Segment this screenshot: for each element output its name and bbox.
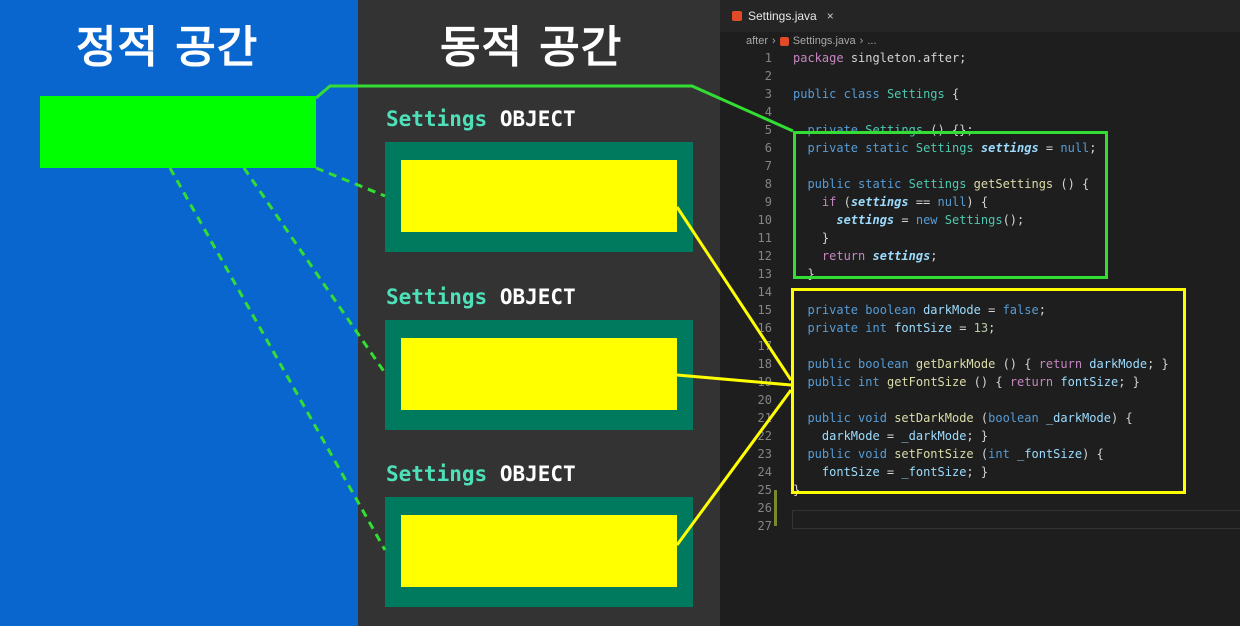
object-keyword: OBJECT bbox=[499, 285, 576, 309]
line-number: 4 bbox=[764, 105, 772, 119]
close-icon[interactable]: × bbox=[826, 9, 834, 23]
code-line: 6 private static Settings settings = nul… bbox=[720, 139, 1240, 157]
settings-object-instance-fields bbox=[401, 515, 677, 587]
object-keyword: OBJECT bbox=[499, 107, 576, 131]
breadcrumb-more[interactable]: ... bbox=[867, 35, 877, 47]
code-line: 26 bbox=[720, 499, 1240, 517]
editor-tab-bar: Settings.java × bbox=[720, 0, 1240, 32]
line-number: 18 bbox=[757, 357, 772, 371]
line-number: 24 bbox=[757, 465, 772, 479]
code-line: 24 fontSize = _fontSize; } bbox=[720, 463, 1240, 481]
static-space-title: 정적 공간 bbox=[76, 22, 259, 73]
object-keyword: OBJECT bbox=[499, 462, 576, 486]
code-line: 21 public void setDarkMode (boolean _dar… bbox=[720, 409, 1240, 427]
settings-object-box bbox=[385, 320, 693, 430]
chevron-right-icon: › bbox=[772, 35, 776, 47]
static-settings-reference bbox=[40, 96, 316, 168]
object-class-name: Settings bbox=[386, 462, 488, 486]
chevron-right-icon: › bbox=[859, 35, 864, 47]
line-number: 14 bbox=[757, 285, 772, 299]
object-label: Settings OBJECT bbox=[386, 461, 576, 487]
line-number: 27 bbox=[757, 519, 772, 533]
code-line: 7 bbox=[720, 157, 1240, 175]
line-number: 9 bbox=[764, 195, 772, 209]
line-number: 20 bbox=[757, 393, 772, 407]
java-file-icon bbox=[779, 36, 789, 46]
code-line: 19 public int getFontSize () { return fo… bbox=[720, 373, 1240, 391]
settings-object-box bbox=[385, 142, 693, 252]
line-number: 13 bbox=[757, 267, 772, 281]
line-number: 6 bbox=[764, 141, 772, 155]
line-number: 8 bbox=[764, 177, 772, 191]
line-number: 23 bbox=[757, 447, 772, 461]
line-number: 7 bbox=[764, 159, 772, 173]
line-number: 26 bbox=[757, 501, 772, 515]
code-line: 23 public void setFontSize (int _fontSiz… bbox=[720, 445, 1240, 463]
settings-object-instance-fields bbox=[401, 160, 677, 232]
line-number: 5 bbox=[764, 123, 772, 137]
static-members-highlight bbox=[793, 131, 1108, 279]
code-line: 18 public boolean getDarkMode () { retur… bbox=[720, 355, 1240, 373]
line-number: 21 bbox=[757, 411, 772, 425]
dynamic-space-title: 동적 공간 bbox=[440, 22, 623, 73]
static-space-panel bbox=[0, 0, 358, 626]
line-number: 19 bbox=[757, 375, 772, 389]
code-line: 9 if (settings == null) { bbox=[720, 193, 1240, 211]
breadcrumb: after › Settings.java › ... bbox=[746, 34, 877, 48]
tab-settings-java[interactable]: Settings.java × bbox=[732, 0, 834, 32]
code-line: 4 bbox=[720, 103, 1240, 121]
line-number: 2 bbox=[764, 69, 772, 83]
breadcrumb-folder[interactable]: after bbox=[746, 35, 769, 47]
code-editor: Settings.java × after › Settings.java › … bbox=[720, 0, 1240, 626]
object-class-name: Settings bbox=[386, 107, 488, 131]
java-file-icon bbox=[732, 11, 742, 21]
line-number: 17 bbox=[757, 339, 772, 353]
line-number: 1 bbox=[764, 51, 772, 65]
settings-object-box bbox=[385, 497, 693, 607]
breadcrumb-file[interactable]: Settings.java bbox=[792, 35, 856, 47]
line-number: 10 bbox=[757, 213, 772, 227]
code-line: 27 bbox=[720, 517, 1240, 535]
current-line-highlight bbox=[792, 510, 1240, 529]
line-number: 25 bbox=[757, 483, 772, 497]
tab-label: Settings.java bbox=[748, 9, 817, 23]
object-class-name: Settings bbox=[386, 285, 488, 309]
instance-members-highlight bbox=[791, 288, 1186, 494]
object-label: Settings OBJECT bbox=[386, 284, 576, 310]
line-number: 11 bbox=[757, 231, 772, 245]
line-number: 12 bbox=[757, 249, 772, 263]
line-number: 3 bbox=[764, 87, 772, 101]
object-label: Settings OBJECT bbox=[386, 106, 576, 132]
code-line: 2 bbox=[720, 67, 1240, 85]
code-line: 16 private int fontSize = 13; bbox=[720, 319, 1240, 337]
line-number: 16 bbox=[757, 321, 772, 335]
line-number: 15 bbox=[757, 303, 772, 317]
code-line: 8 public static Settings getSettings () … bbox=[720, 175, 1240, 193]
line-number: 22 bbox=[757, 429, 772, 443]
settings-object-instance-fields bbox=[401, 338, 677, 410]
code-line: 15 private boolean darkMode = false; bbox=[720, 301, 1240, 319]
